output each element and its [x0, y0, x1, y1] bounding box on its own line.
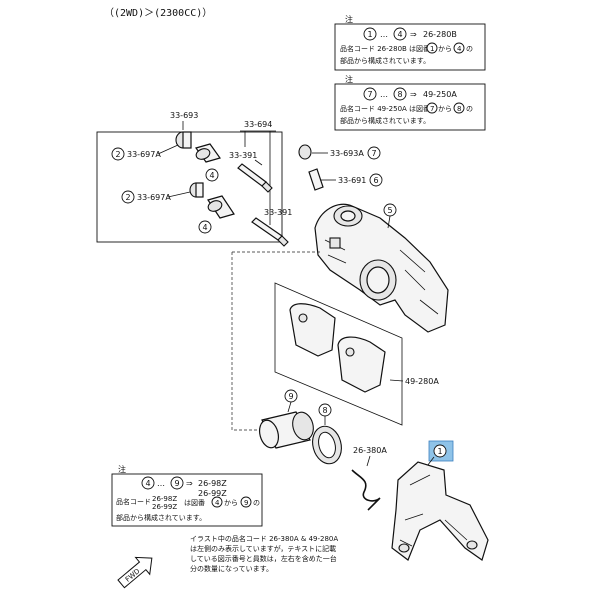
callout-4a: 4 [210, 171, 215, 180]
bushing-lower [207, 195, 235, 219]
callout-6: 6 [374, 176, 379, 185]
note2-line3: 部品から構成されています。 [340, 116, 430, 125]
bushing-upper [195, 143, 221, 163]
label-33-697a-2: 33-697A [137, 193, 171, 202]
svg-text:の: の [466, 45, 473, 53]
brake-pads [274, 282, 403, 426]
svg-text:⇒: ⇒ [410, 30, 417, 39]
caliper-body [314, 203, 449, 333]
label-33-693: 33-693 [170, 111, 198, 120]
callout-7: 7 [372, 149, 377, 158]
piston [258, 411, 314, 449]
callout-5: 5 [388, 206, 393, 215]
boot-part [175, 131, 192, 149]
label-33-693a: 33-693A [330, 149, 364, 158]
note3-code-b: 26-99Z [198, 489, 227, 498]
svg-text:は図番: は図番 [184, 499, 205, 507]
guide-pin-upper [237, 163, 273, 193]
label-33-391-2: 33-391 [264, 208, 292, 217]
note2-code: 49-250A [423, 90, 457, 99]
callout-2b: 2 [126, 193, 131, 202]
note2-line2: 品名コード 49-250A は図番 [340, 104, 430, 113]
svg-text:から: から [438, 105, 452, 113]
svg-text:⇒: ⇒ [186, 479, 193, 488]
bleeder-screw [308, 168, 324, 191]
callout-1: 1 [438, 447, 443, 456]
svg-text:4: 4 [215, 499, 220, 507]
note3-line3: 部品から構成されています。 [116, 513, 206, 522]
svg-text:から: から [224, 499, 238, 507]
svg-text:4: 4 [457, 45, 462, 53]
note3-title: 注 [118, 464, 126, 474]
note1-line2: 品名コード 26-280B は図番 [340, 44, 430, 53]
note2-title: 注 [345, 74, 353, 84]
mounting-bracket [391, 461, 489, 561]
svg-text:⇒: ⇒ [410, 90, 417, 99]
footnote: イラスト中の品名コード 26-380A & 49-280A は左側のみ表示してい… [190, 534, 338, 573]
note1-code: 26-280B [423, 30, 457, 39]
header-title: （(2WD)＞(2300CC)） [104, 7, 212, 19]
footnote-line-3: している図示番号と員数は，左右を含めた一台 [190, 554, 337, 563]
label-33-694: 33-694 [244, 120, 272, 129]
note1-line3: 部品から構成されています。 [340, 56, 430, 65]
callout-9: 9 [289, 392, 294, 401]
svg-text:7: 7 [430, 105, 434, 113]
label-33-391-1: 33-391 [229, 151, 257, 160]
label-26-380a: 26-380A [353, 446, 387, 455]
footnote-line-2: は左側のみ表示していますが，テキストに記載 [190, 544, 336, 553]
svg-text:品名コード: 品名コード [116, 497, 151, 506]
label-49-280a: 49-280A [405, 377, 439, 386]
svg-text:から: から [438, 45, 452, 53]
svg-text:26-98Z: 26-98Z [152, 495, 177, 503]
fwd-arrow-icon: FWD [117, 556, 153, 589]
svg-text:…: … [380, 90, 388, 99]
piston-seal [312, 425, 342, 465]
svg-text:9: 9 [175, 479, 180, 488]
svg-text:26-99Z: 26-99Z [152, 503, 177, 511]
label-33-697a-1: 33-697A [127, 150, 161, 159]
boot-part-2 [189, 182, 204, 198]
footnote-line-4: 分の数量になっています。 [190, 564, 273, 573]
callout-4b: 4 [203, 223, 208, 232]
svg-text:の: の [466, 105, 473, 113]
callout-2a: 2 [116, 150, 121, 159]
callout-8: 8 [323, 406, 328, 415]
note-box-3: 注 4 … 9 ⇒ 26-98Z 26-99Z 品名コード 26-98Z 26-… [111, 464, 263, 527]
footnote-line-1: イラスト中の品名コード 26-380A & 49-280A [190, 534, 338, 543]
svg-text:…: … [380, 30, 388, 39]
svg-text:の: の [253, 499, 260, 507]
guide-pin-lower [251, 217, 289, 247]
svg-text:…: … [157, 479, 165, 488]
svg-text:9: 9 [244, 499, 248, 507]
note3-code-a: 26-98Z [198, 479, 227, 488]
note1-to: 4 [398, 30, 403, 39]
note-box-2: 注 7 … 8 ⇒ 49-250A 品名コード 49-250A は図番 7 から… [334, 74, 486, 131]
svg-text:1: 1 [430, 45, 434, 53]
label-33-691: 33-691 [338, 176, 366, 185]
svg-text:7: 7 [368, 90, 373, 99]
note1-from: 1 [368, 30, 373, 39]
anti-rattle-spring [351, 469, 381, 511]
svg-text:4: 4 [146, 479, 151, 488]
note1-title: 注 [345, 14, 353, 24]
svg-text:8: 8 [398, 90, 403, 99]
bleeder-cap [298, 144, 312, 160]
note-box-1: 注 1 … 4 ⇒ 26-280B 品名コード 26-280B は図番 1 から… [334, 14, 486, 71]
svg-text:8: 8 [457, 105, 461, 113]
